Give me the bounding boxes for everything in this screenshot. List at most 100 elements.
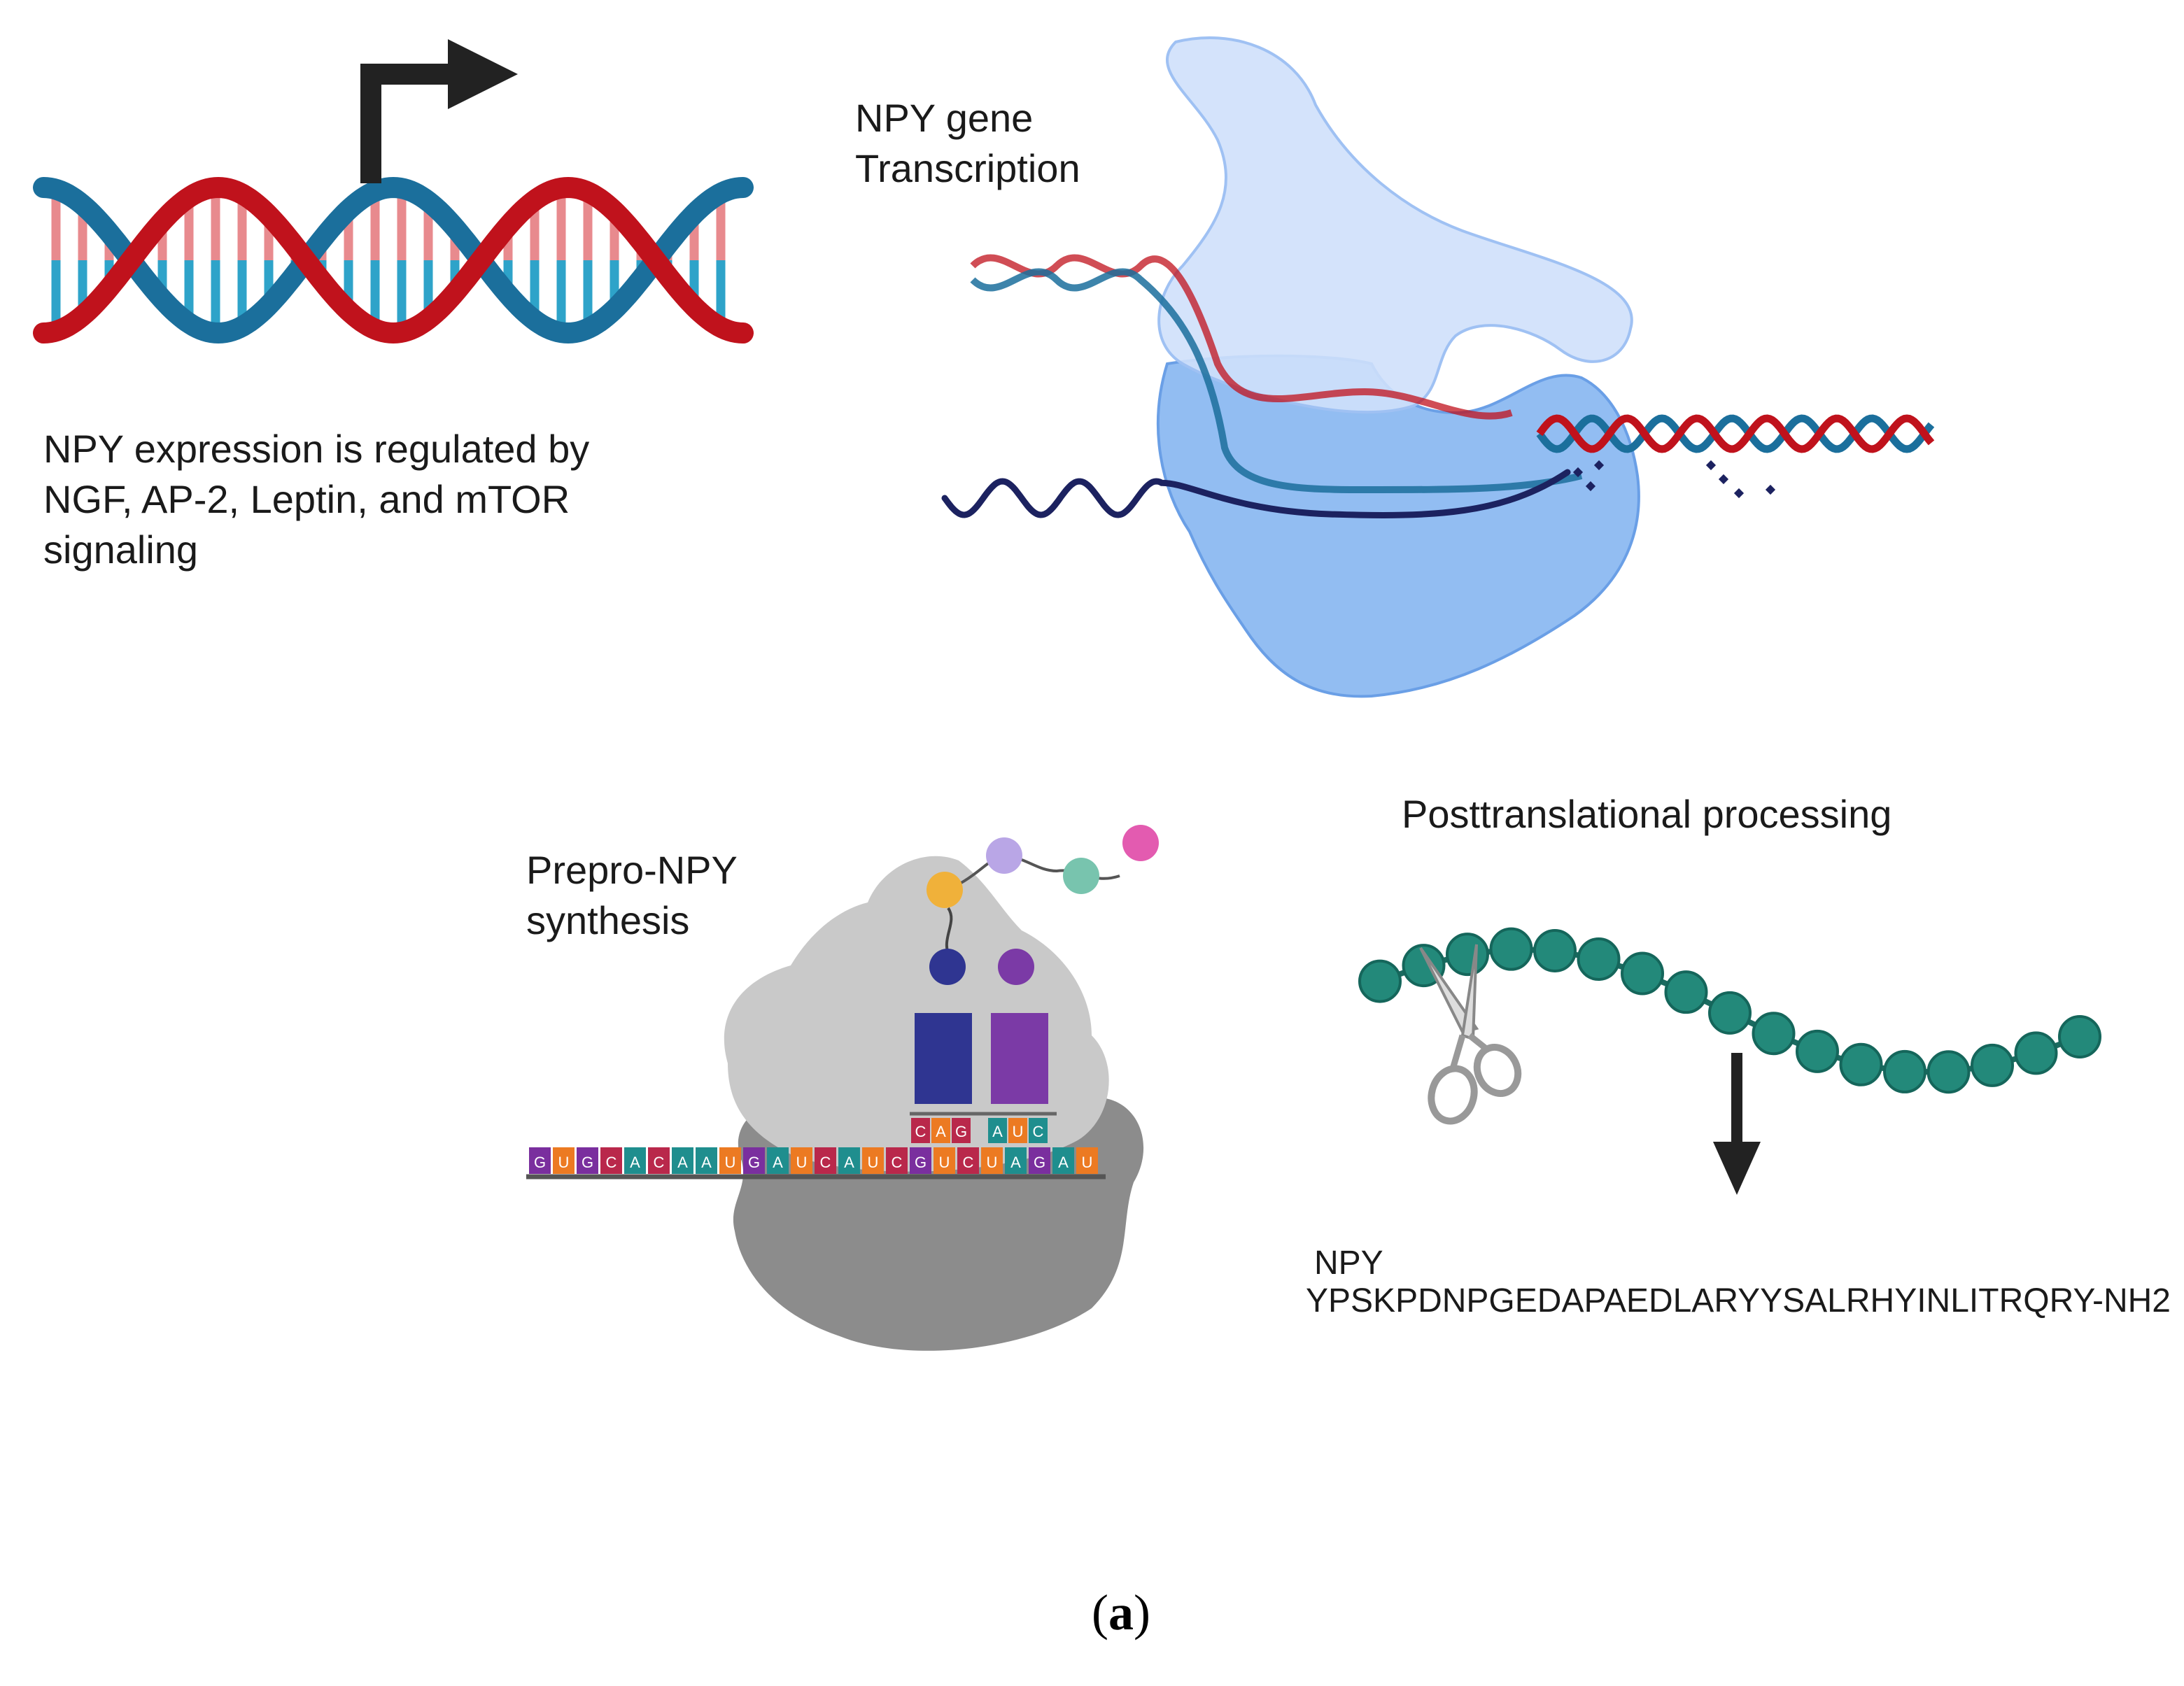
mrna-base	[719, 1147, 741, 1174]
anticodon-letter: A	[936, 1123, 946, 1140]
mrna-base	[624, 1147, 646, 1174]
trna-body-purple	[991, 1013, 1048, 1104]
peptide-residue	[1358, 959, 1402, 1003]
peptide-residue	[1926, 1050, 1971, 1094]
nucleotide-icon	[1765, 484, 1776, 495]
mrna-base-letter: U	[987, 1154, 998, 1171]
mrna-base	[600, 1147, 622, 1174]
anticodon-letter: C	[915, 1123, 927, 1140]
mrna-base-letter: G	[582, 1154, 593, 1171]
scissors-blade	[1460, 944, 1478, 1041]
mrna-base-letter: C	[606, 1154, 617, 1171]
mrna-base	[838, 1147, 860, 1174]
mrna-base	[1052, 1147, 1074, 1174]
mrna-base-letter: U	[1082, 1154, 1093, 1171]
mrna-base-letter: U	[939, 1154, 950, 1171]
mrna-base-letter: G	[534, 1154, 546, 1171]
mrna-base	[862, 1147, 884, 1174]
exiting-dna-red	[1536, 414, 1935, 453]
trna-amino-acid	[998, 949, 1034, 985]
mrna-base	[1005, 1147, 1027, 1174]
mrna-base-letter: C	[820, 1154, 831, 1171]
anticodon-base	[911, 1118, 930, 1143]
synthesis-label: Prepro-NPY synthesis	[526, 848, 738, 942]
template-dna-blue	[970, 268, 1583, 493]
mrna-base-letter: C	[963, 1154, 974, 1171]
mrna-base-letter: G	[748, 1154, 760, 1171]
mrna-base	[553, 1147, 575, 1174]
peptide-chain-icon	[1358, 927, 2101, 1094]
mrna-base	[648, 1147, 670, 1174]
caption-close-paren: )	[1133, 1585, 1150, 1641]
trna-body-blue	[915, 1013, 972, 1104]
caption-letter: a	[1108, 1585, 1134, 1641]
amino-acid-bead	[986, 837, 1022, 874]
anticodon-base	[988, 1118, 1007, 1143]
mrna-base	[957, 1147, 979, 1174]
peptide-residue	[1796, 1029, 1839, 1073]
mrna-base	[815, 1147, 836, 1174]
mrna-base	[696, 1147, 717, 1174]
amino-acid-bead	[1063, 858, 1099, 894]
peptide-residue	[1664, 970, 1708, 1014]
polymerase-upper-lobe	[1157, 36, 1633, 414]
mrna-base-letter: A	[630, 1154, 640, 1171]
npy-peptide-sequence: YPSKPDNPGEDAPAEDLARYYSALRHYINLITRQRY-NH2	[1306, 1282, 2171, 1319]
nucleotide-icon	[1733, 488, 1745, 499]
down-arrow-head	[1713, 1142, 1761, 1195]
peptide-residue	[1621, 951, 1664, 996]
peptide-residue	[1446, 933, 1489, 977]
mrna-base-letter: A	[1010, 1154, 1021, 1171]
mrna-base	[981, 1147, 1003, 1174]
exiting-dna-blue	[1536, 414, 1935, 453]
mrna-base-letter: A	[1058, 1154, 1069, 1171]
mrna-base	[577, 1147, 598, 1174]
anticodon-base	[931, 1118, 950, 1143]
peptide-residue	[2058, 1014, 2101, 1058]
dna-double-helix-icon	[33, 176, 754, 344]
anticodon-base	[952, 1118, 971, 1143]
nascent-rna	[941, 469, 1571, 518]
mrna-base-letter: G	[915, 1154, 927, 1171]
scissors-handle	[1428, 1065, 1478, 1125]
anticodon-letter: A	[992, 1123, 1003, 1140]
dna-strand-red	[33, 176, 754, 344]
anticodon-letter: G	[955, 1123, 967, 1140]
panel-caption: (a)	[1092, 1585, 1150, 1641]
mrna-base-letter: A	[677, 1154, 688, 1171]
peptide-residue	[1883, 1049, 1926, 1093]
peptide-residue	[1708, 991, 1752, 1035]
mrna-base-letter: U	[868, 1154, 879, 1171]
mrna-base	[767, 1147, 789, 1174]
mrna-base	[934, 1147, 955, 1174]
npy-product-name: NPY	[1314, 1245, 1383, 1282]
peptide-residue	[1489, 927, 1533, 971]
peptide-residue	[1577, 937, 1621, 982]
nucleotide-icon	[1705, 460, 1717, 471]
promoter-arrow-icon	[360, 39, 518, 183]
mrna-base-letter: A	[701, 1154, 712, 1171]
nucleotide-icon	[1718, 474, 1729, 485]
mrna-base	[672, 1147, 693, 1174]
anticodon-letter: C	[1033, 1123, 1044, 1140]
amino-acid-bead	[1122, 825, 1159, 861]
mrna-base-letter: C	[654, 1154, 665, 1171]
mrna-base	[529, 1147, 551, 1174]
mrna-base-letter: A	[773, 1154, 783, 1171]
mrna-base	[791, 1147, 812, 1174]
dna-strand-blue	[33, 176, 754, 344]
peptide-residue	[1839, 1042, 1883, 1086]
mrna-base-letter: U	[796, 1154, 808, 1171]
transcription-label: NPY gene Transcription	[855, 96, 1080, 190]
scissors-arm	[1449, 1033, 1489, 1070]
scissors-icon	[1419, 944, 1522, 1125]
mrna-base-letter: A	[844, 1154, 854, 1171]
mrna-base	[1076, 1147, 1098, 1174]
mrna-base	[910, 1147, 931, 1174]
scissors-handle	[1473, 1043, 1522, 1098]
mrna-base-letter: U	[558, 1154, 570, 1171]
peptide-residue	[1752, 1012, 1796, 1056]
